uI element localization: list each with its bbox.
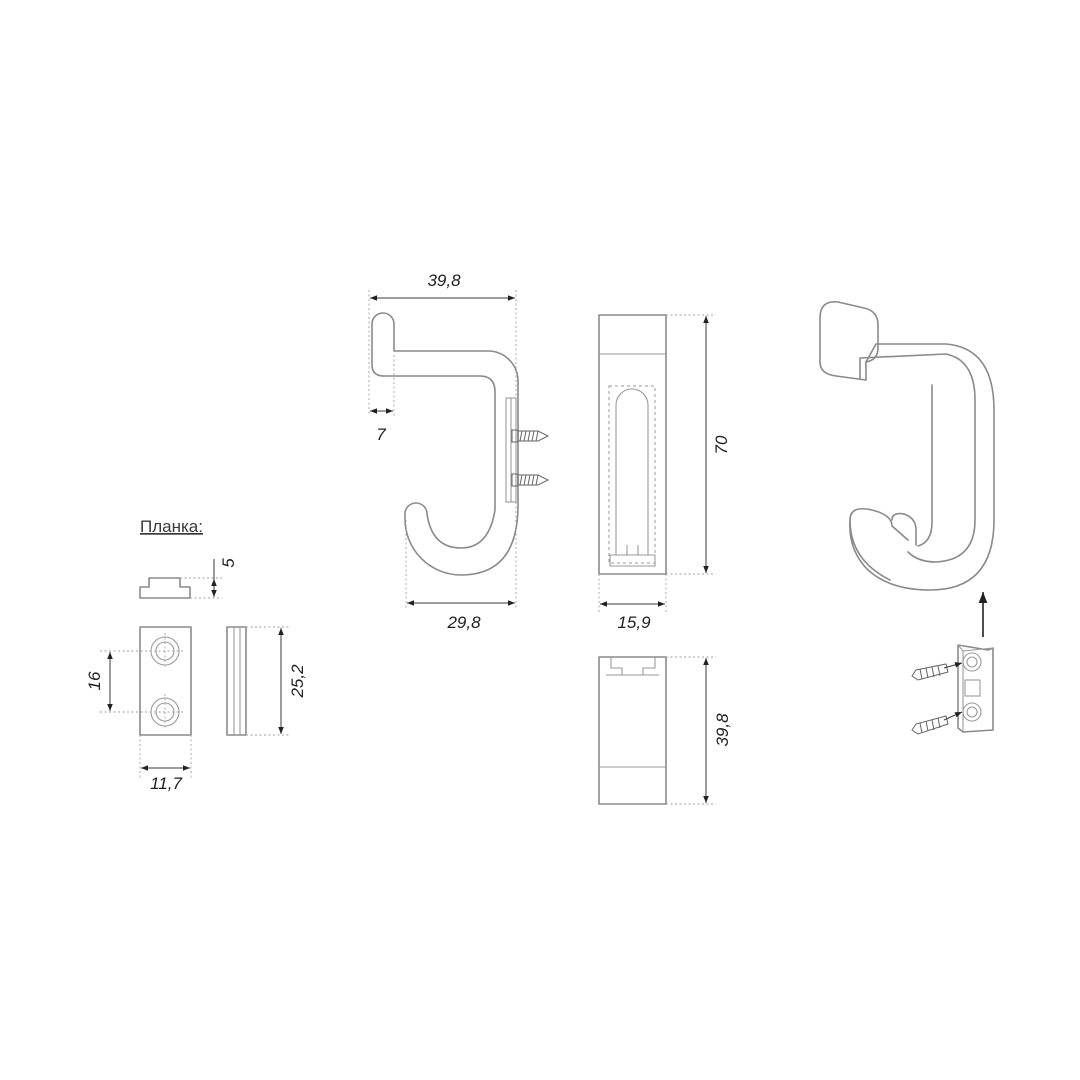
plate-side-view: 5 [139,558,238,599]
screw-lower [511,473,550,487]
dim-front-height: 70 [712,435,731,454]
hook-side-view: 39,8 7 29,8 [368,271,550,632]
hook-isometric-view [819,301,995,591]
plate-edge-view: 25,2 [226,626,307,736]
dim-hook-bottom-width: 29,8 [446,613,481,632]
dim-front-width: 15,9 [617,613,651,632]
screw-upper [511,429,550,443]
dim-plate-length: 25,2 [288,664,307,699]
iso-screw-lower [911,711,963,735]
iso-screw-upper [911,662,963,681]
dim-plate-hole-spacing: 16 [85,671,104,690]
plate-front-view: 16 11,7 [85,626,192,793]
plate-title: Планка: [140,517,203,536]
dim-hook-top-thickness: 7 [376,425,386,444]
plate-isometric-view [911,592,994,735]
hook-front-view: 70 15,9 [598,314,731,632]
dim-plate-height: 5 [219,558,238,568]
plate-section: Планка: 5 16 11 [85,517,307,793]
dim-plate-width: 11,7 [150,774,182,793]
dim-top-depth: 39,8 [713,713,732,747]
hook-top-view: 39,8 [598,656,732,805]
dim-hook-width: 39,8 [427,271,461,290]
